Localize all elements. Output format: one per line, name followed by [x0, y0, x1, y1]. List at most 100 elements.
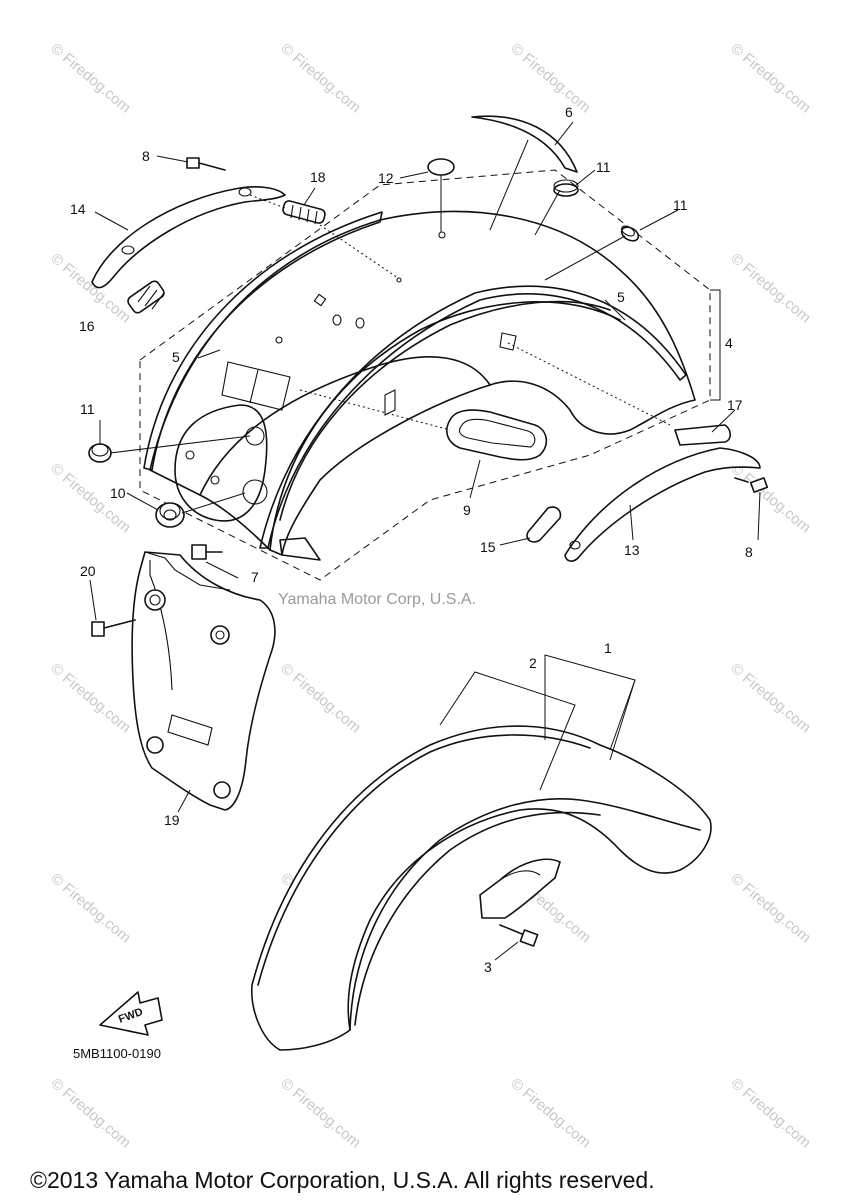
callout-6: 6 [565, 104, 573, 120]
rail-14 [91, 186, 286, 289]
rail-13 [564, 447, 761, 562]
pad-15 [526, 506, 562, 543]
callout-11-top: 11 [596, 159, 611, 175]
fender-stay [479, 858, 561, 919]
callout-16: 16 [79, 318, 95, 334]
watermark: © Firedog.com [727, 1075, 813, 1151]
rail-14-leader [249, 194, 286, 209]
grommet-11-left [88, 443, 112, 463]
trim-strip-right [259, 285, 687, 549]
rear-fender-tail [279, 537, 321, 561]
pad-18-leader [319, 224, 399, 279]
callout-7: 7 [251, 569, 259, 585]
callout-20: 20 [80, 563, 96, 579]
cap-12 [427, 158, 455, 176]
fwd-arrow-icon: FWD [99, 991, 163, 1036]
bolt-7 [191, 544, 223, 560]
watermark: © Firedog.com [507, 1075, 593, 1151]
rail-13-hole [569, 540, 581, 550]
copyright-notice: ©2013 Yamaha Motor Corporation, U.S.A. A… [30, 1167, 655, 1193]
reflector-9 [446, 409, 548, 461]
rear-fender-side-panel [174, 404, 268, 522]
mount-hole [313, 293, 327, 307]
watermark: © Firedog.com [727, 250, 813, 326]
watermark: © Firedog.com [727, 870, 813, 946]
assembly-4-bracket [710, 289, 721, 401]
cover-slot [167, 714, 213, 746]
callout-10: 10 [110, 485, 126, 501]
watermark: © Firedog.com [727, 460, 813, 536]
front-fender-trim [349, 797, 701, 1031]
front-fender-trim [257, 734, 591, 986]
watermark: © Firedog.com [47, 40, 133, 116]
watermark: © Firedog.com [47, 660, 133, 736]
callout-3: 3 [484, 959, 492, 975]
callout-15: 15 [480, 539, 496, 555]
bracket-hole [185, 450, 195, 460]
bolt-20 [91, 619, 136, 637]
rear-fender-rib [279, 300, 611, 521]
callout-4: 4 [725, 335, 733, 351]
grommet-10-leader [181, 492, 246, 514]
watermark: © Firedog.com [47, 1075, 133, 1151]
grommet-11-top [553, 179, 579, 197]
callout-13: 13 [624, 542, 640, 558]
reflector-9-leader [299, 389, 451, 431]
callout-5-left: 5 [172, 349, 180, 365]
watermark: © Firedog.com [277, 660, 363, 736]
grommet-11-right [620, 225, 640, 242]
watermark: © Firedog.com [727, 40, 813, 116]
grommet-hole [242, 479, 268, 505]
pad-16 [127, 280, 165, 314]
watermark: © Firedog.com [507, 40, 593, 116]
license-recess [221, 361, 291, 411]
watermark: © Firedog.com [727, 660, 813, 736]
diagram-code: 5MB1100-0190 [73, 1046, 161, 1061]
bolt-8-top [186, 157, 226, 171]
callout-11-left: 11 [80, 401, 95, 417]
rear-fender-inner-edge [269, 301, 621, 551]
watermark: © Firedog.com [277, 1075, 363, 1151]
mount-hole [396, 277, 402, 283]
callout-2: 2 [529, 655, 537, 671]
callout-1: 1 [604, 640, 612, 656]
callout-5-right: 5 [617, 289, 625, 305]
callouts: 1 2 3 4 5 5 6 7 8 8 9 10 11 11 11 12 13 … [70, 104, 753, 975]
callout-9: 9 [463, 502, 471, 518]
callout-14: 14 [70, 201, 86, 217]
cover-boss [144, 589, 166, 611]
pad-18 [282, 200, 326, 225]
callout-12: 12 [378, 170, 394, 186]
rear-fender-assembly [88, 115, 769, 581]
bolt-8-right [734, 477, 769, 493]
bracket-tab [499, 332, 517, 351]
watermark: © Firedog.com [277, 40, 363, 116]
trim-strip-left [143, 211, 383, 471]
callout-8-top: 8 [142, 148, 150, 164]
bracket-17 [674, 424, 732, 446]
rear-fender-underside [199, 356, 491, 496]
callout-11-right: 11 [673, 197, 688, 213]
decal-bracket-2 [439, 671, 576, 791]
bracket-tab [384, 389, 396, 416]
callout-17: 17 [727, 397, 743, 413]
grommet-10 [155, 502, 185, 528]
bolt-3 [499, 924, 539, 947]
callout-8-right: 8 [745, 544, 753, 560]
bracket-hole [210, 475, 220, 485]
side-cover-19 [131, 551, 276, 811]
license-recess-divider [249, 369, 259, 404]
leader-lines [89, 121, 761, 961]
decal-bracket-1 [544, 654, 636, 761]
cover-boss [213, 781, 231, 799]
front-fender [251, 725, 712, 1051]
front-fender-edge [354, 811, 601, 1026]
source-credit: Yamaha Motor Corp, U.S.A. [278, 591, 476, 608]
grommet-leader [109, 435, 251, 454]
mount-hole [355, 317, 365, 329]
callout-19: 19 [164, 812, 180, 828]
watermark: © Firedog.com [47, 870, 133, 946]
mount-hole [438, 231, 446, 239]
emblem-6 [471, 115, 578, 173]
